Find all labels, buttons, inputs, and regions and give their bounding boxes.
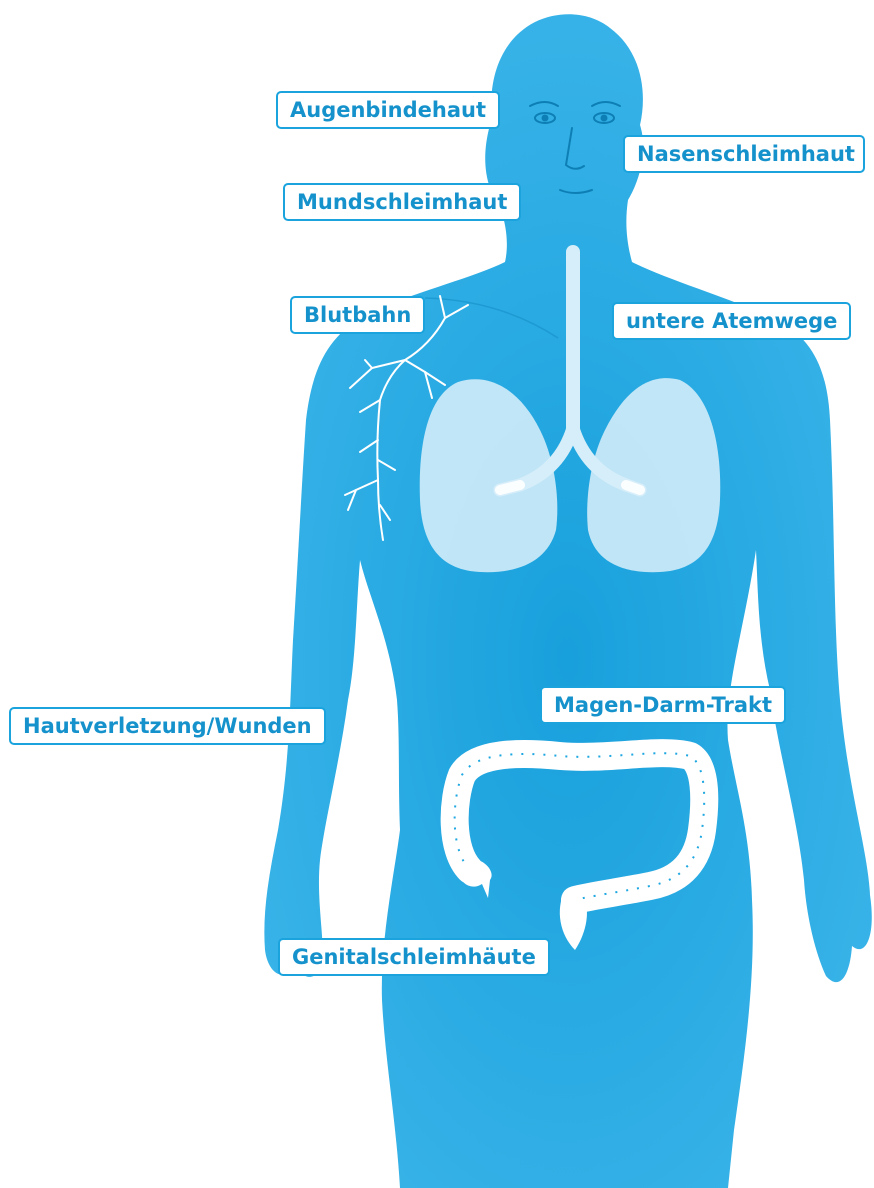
eye-left [542,115,549,122]
eye-right [601,115,608,122]
label-untere-atemwege: untere Atemwege [612,302,851,340]
wound-starburst [346,733,385,784]
label-augenbindehaut: Augenbindehaut [276,91,500,129]
label-mundschleimhaut: Mundschleimhaut [283,183,521,221]
label-blutbahn: Blutbahn [290,296,425,334]
label-nasenschleimhaut: Nasenschleimhaut [623,135,865,173]
label-hautverletzung-wunden: Hautverletzung/Wunden [9,707,326,745]
label-magen-darm-trakt: Magen-Darm-Trakt [540,686,786,724]
label-genitalschleimhaeute: Genitalschleimhäute [278,938,550,976]
